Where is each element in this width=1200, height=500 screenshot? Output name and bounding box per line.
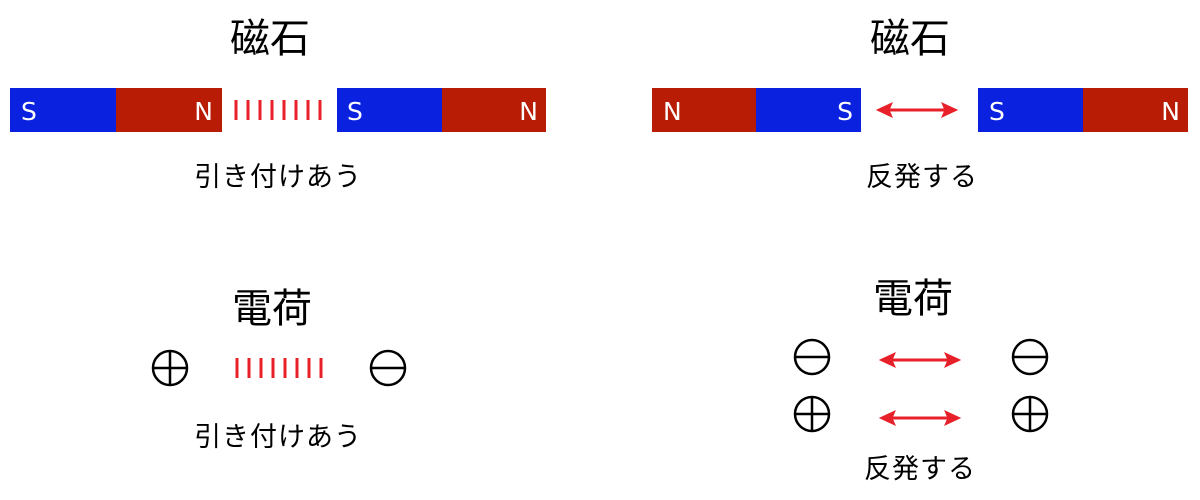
magnet-attraction-lines	[234, 98, 322, 122]
magnet-repel-caption: 反発する	[866, 162, 978, 193]
repel-left-magnet: N S	[652, 88, 861, 132]
charge-repel-caption: 反発する	[864, 454, 976, 485]
repel-left-magnet-left-pole-label: N	[663, 97, 682, 126]
repel-right-magnet: S N	[978, 88, 1188, 132]
left-magnet-left-pole-label: S	[21, 97, 37, 126]
right-magnet-left-pole-label: S	[347, 97, 363, 126]
right-magnet-right-pole	[442, 88, 546, 132]
magnet-attract-title: 磁石	[230, 16, 310, 62]
repel-left-magnet-right-pole	[756, 88, 861, 132]
right-magnet-left-pole	[337, 88, 442, 132]
right-magnet: S N	[337, 88, 546, 132]
plus-charge-icon	[1011, 395, 1049, 433]
charge-repel-arrow-icon	[878, 351, 962, 369]
charge-attract-caption: 引き付けあう	[194, 422, 362, 453]
magnet-repel-arrow-icon	[875, 101, 959, 119]
left-magnet-left-pole	[10, 88, 116, 132]
magnet-repel-panel: 磁石 N S S N 反発する	[652, 16, 1188, 193]
charge-attraction-lines	[235, 356, 323, 380]
repel-right-magnet-right-pole	[1083, 88, 1188, 132]
minus-charge-icon	[1011, 338, 1049, 376]
minus-charge-icon	[793, 338, 831, 376]
magnet-attract-caption: 引き付けあう	[194, 162, 362, 193]
left-magnet-right-pole-label: N	[194, 97, 213, 126]
repel-left-magnet-left-pole	[652, 88, 756, 132]
plus-charge-icon	[151, 349, 189, 387]
charge-repel-panel: 電荷 反発する	[793, 276, 1049, 485]
magnet-attract-panel: 磁石 S N S N 引き付けあう	[10, 16, 546, 193]
left-magnet-right-pole	[116, 88, 222, 132]
plus-charge-icon	[793, 395, 831, 433]
repel-left-magnet-right-pole-label: S	[837, 97, 853, 126]
left-magnet: S N	[10, 88, 222, 132]
minus-charge-icon	[369, 349, 407, 387]
charge-attract-title: 電荷	[232, 286, 312, 332]
repel-right-magnet-left-pole-label: S	[989, 97, 1005, 126]
charge-attract-panel: 電荷 引き付けあう	[151, 286, 407, 453]
charge-repel-arrow-icon	[878, 409, 962, 427]
repel-right-magnet-right-pole-label: N	[1161, 97, 1180, 126]
repel-right-magnet-left-pole	[978, 88, 1083, 132]
right-magnet-right-pole-label: N	[519, 97, 538, 126]
charge-repel-title: 電荷	[873, 276, 953, 322]
magnet-repel-title: 磁石	[870, 16, 950, 62]
